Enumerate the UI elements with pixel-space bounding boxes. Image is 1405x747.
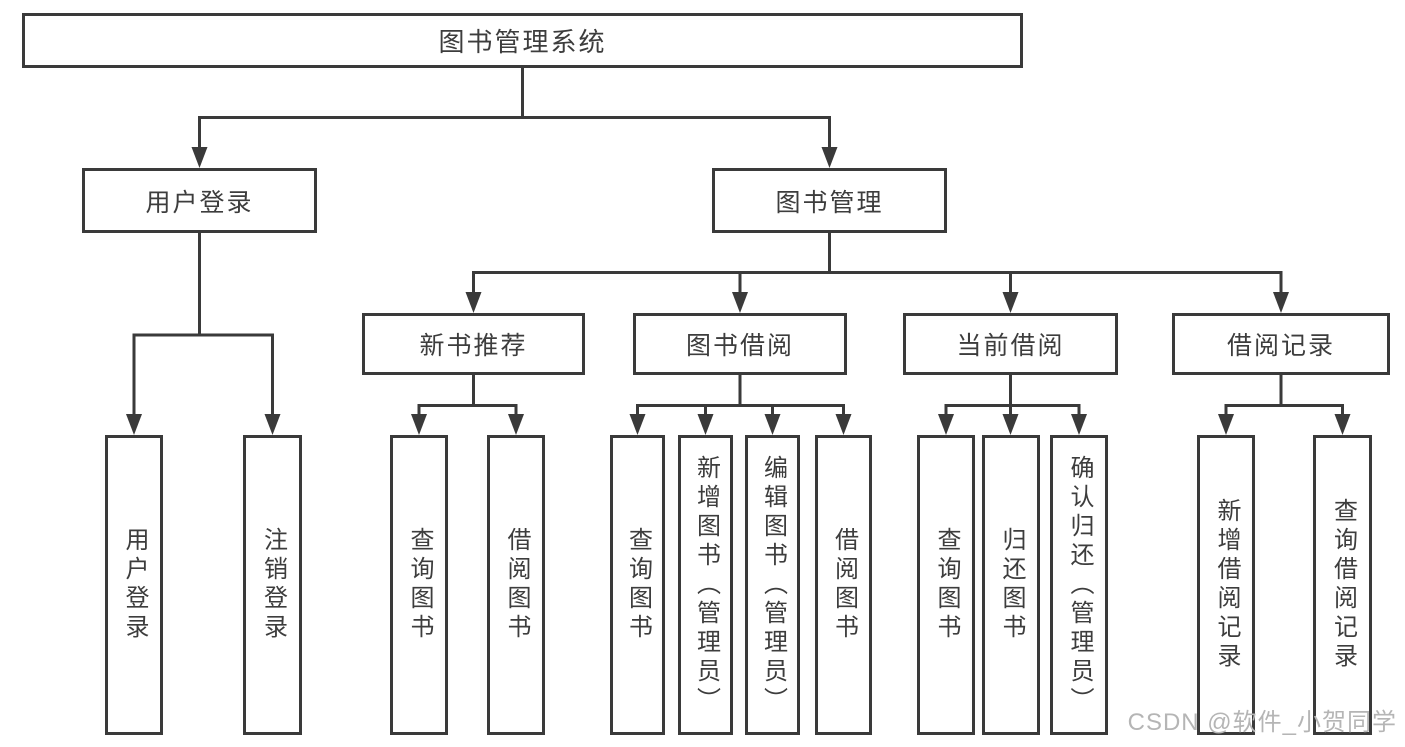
arrowhead xyxy=(764,414,781,435)
leaf-current-confirm-return-admin: 确认归还（管理员） xyxy=(1050,435,1108,735)
arrowheads xyxy=(126,147,1351,435)
arrowhead xyxy=(191,147,208,168)
arrowhead xyxy=(1334,414,1351,435)
arrowhead xyxy=(835,414,852,435)
leaf-record-add-borrow-record: 新增借阅记录 xyxy=(1197,435,1255,735)
leaf-logout: 注销登录 xyxy=(243,435,302,735)
arrowhead xyxy=(1002,414,1019,435)
csdn-watermark: CSDN @软件_小贺同学 xyxy=(1127,709,1397,736)
leaf-newbook-query-books: 查询图书 xyxy=(390,435,448,735)
node-book-management: 图书管理 xyxy=(712,168,947,233)
leaf-current-return-books: 归还图书 xyxy=(982,435,1040,735)
leaf-user-login: 用户登录 xyxy=(105,435,163,735)
arrowhead xyxy=(1273,292,1289,313)
leaf-borrow-add-books-admin: 新增图书（管理员） xyxy=(678,435,733,735)
connector-path xyxy=(132,68,1344,418)
arrowhead xyxy=(821,147,838,168)
arrowhead xyxy=(126,414,142,435)
arrowhead xyxy=(732,292,748,313)
leaf-borrow-edit-books-admin: 编辑图书（管理员） xyxy=(745,435,800,735)
leaf-record-query-borrow-record: 查询借阅记录 xyxy=(1313,435,1372,735)
node-borrowing-records: 借阅记录 xyxy=(1172,313,1390,375)
arrowhead xyxy=(938,414,954,435)
arrowhead xyxy=(411,414,427,435)
arrowhead xyxy=(465,292,482,313)
arrowhead xyxy=(508,414,524,435)
node-book-borrowing: 图书借阅 xyxy=(633,313,847,375)
arrowhead xyxy=(629,414,646,435)
leaf-current-query-books: 查询图书 xyxy=(917,435,975,735)
node-new-book-recommend: 新书推荐 xyxy=(362,313,585,375)
leaf-borrow-borrow-books: 借阅图书 xyxy=(815,435,872,735)
arrowhead xyxy=(1002,292,1019,313)
arrowhead xyxy=(1218,414,1234,435)
node-current-borrowing: 当前借阅 xyxy=(903,313,1118,375)
arrowhead xyxy=(1071,414,1087,435)
leaf-borrow-query-books: 查询图书 xyxy=(610,435,665,735)
arrowhead xyxy=(697,414,714,435)
node-user-login: 用户登录 xyxy=(82,168,317,233)
arrowhead xyxy=(264,414,281,435)
leaf-newbook-borrow-books: 借阅图书 xyxy=(487,435,545,735)
node-root-library-system: 图书管理系统 xyxy=(22,13,1023,68)
